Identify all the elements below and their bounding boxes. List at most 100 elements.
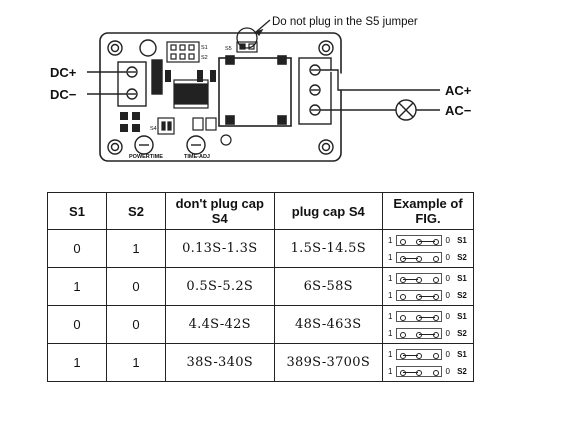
board-diagram: S1 S2 S5 S4 POWERTIME TIME-ADJ	[50, 16, 472, 162]
jumper-cap-icon	[403, 354, 418, 356]
jumper-name-label: S2	[457, 252, 467, 262]
board-label-powertime: POWERTIME	[129, 154, 163, 160]
jumper-header-s1-s2	[166, 41, 200, 63]
transistors	[192, 117, 232, 146]
jumper-cap-icon	[403, 278, 418, 280]
cell-cap-range: 6S-58S	[273, 267, 383, 306]
jumper-figure-row: 1 0 S2	[388, 364, 468, 378]
time-settings-table: S1 S2 don't plug cap S4 plug cap S4 Exam…	[47, 192, 474, 382]
jumper-name-label: S1	[457, 235, 467, 245]
jumper-figure-row: 1 0 S2	[388, 326, 468, 340]
cell-s2: 0	[106, 305, 166, 344]
board-label-s4: S4	[150, 126, 157, 132]
jumper-figure-row: 1 0 S2	[388, 250, 468, 264]
jumper-header-icon	[396, 348, 442, 360]
cell-s2: 0	[106, 267, 166, 306]
pin-one-label: 1	[388, 328, 393, 338]
header-cap: plug cap S4	[273, 192, 383, 230]
jumper-name-label: S2	[457, 328, 467, 338]
ac-minus-label: AC−	[445, 103, 472, 118]
pin-zero-label: 0	[445, 328, 450, 338]
pin-zero-label: 0	[445, 311, 450, 321]
pin-one-label: 1	[388, 252, 393, 262]
pin-zero-label: 0	[445, 235, 450, 245]
pin-one-label: 1	[388, 311, 393, 321]
pin-zero-label: 0	[445, 273, 450, 283]
pin-zero-label: 0	[445, 252, 450, 262]
ac-plus-label: AC+	[445, 83, 472, 98]
pin-one-label: 1	[388, 290, 393, 300]
jumper-name-label: S1	[457, 311, 467, 321]
dc-terminal-block	[117, 61, 147, 107]
board-label-s5: S5	[225, 46, 232, 52]
board-label-timeadj: TIME-ADJ	[184, 154, 210, 160]
pin-one-label: 1	[388, 273, 393, 283]
table-header-row: S1 S2 don't plug cap S4 plug cap S4 Exam…	[47, 192, 474, 230]
jumper-figure-row: 1 0 S1	[388, 233, 468, 247]
jumper-name-label: S1	[457, 273, 467, 283]
jumper-cap-icon	[419, 240, 435, 242]
relay	[218, 55, 292, 127]
jumper-header-icon	[396, 234, 442, 246]
header-s2: S2	[106, 192, 166, 230]
cell-s1: 1	[47, 267, 107, 306]
ac-leads	[320, 69, 440, 111]
dc-plus-label: DC+	[50, 65, 77, 80]
cell-cap-range: 389S-3700S	[273, 343, 383, 382]
cell-no-cap-range: 0.5S-5.2S	[165, 267, 275, 306]
ic-chip	[173, 79, 209, 109]
cell-cap-range: 1.5S-14.5S	[273, 229, 383, 268]
jumper-cap-icon	[419, 295, 435, 297]
jumper-cap-icon	[403, 257, 418, 259]
jumper-header-icon	[396, 289, 442, 301]
header-s1: S1	[47, 192, 107, 230]
cell-s2: 1	[106, 343, 166, 382]
header-example: Example of FIG.	[382, 192, 474, 230]
jumper-header-icon	[396, 365, 442, 377]
cell-cap-range: 48S-463S	[273, 305, 383, 344]
board-label-s1: S1	[201, 45, 208, 51]
pin-one-label: 1	[388, 235, 393, 245]
jumper-name-label: S2	[457, 366, 467, 376]
capacitor	[139, 39, 163, 95]
s4-cap-pads	[157, 117, 175, 135]
cell-s1: 0	[47, 229, 107, 268]
jumper-header-icon	[396, 251, 442, 263]
ac-terminal-block	[298, 57, 332, 125]
jumper-figure-row: 1 0 S2	[388, 288, 468, 302]
jumper-cap-icon	[419, 316, 435, 318]
header-no-cap: don't plug cap S4	[165, 192, 275, 230]
pin-zero-label: 0	[445, 366, 450, 376]
jumper-header-icon	[396, 327, 442, 339]
cell-s1: 0	[47, 305, 107, 344]
cell-s1: 1	[47, 343, 107, 382]
potentiometers	[134, 135, 206, 155]
board-label-s2: S2	[201, 55, 208, 61]
cell-s2: 1	[106, 229, 166, 268]
s5-jumper	[236, 41, 258, 53]
resistors	[120, 70, 216, 132]
pin-one-label: 1	[388, 366, 393, 376]
jumper-header-icon	[396, 272, 442, 284]
jumper-figure-row: 1 0 S1	[388, 271, 468, 285]
cell-no-cap-range: 4.4S-42S	[165, 305, 275, 344]
lamp-icon	[395, 99, 417, 121]
jumper-cap-icon	[403, 371, 418, 373]
pin-zero-label: 0	[445, 349, 450, 359]
jumper-header-icon	[396, 310, 442, 322]
jumper-name-label: S1	[457, 349, 467, 359]
cell-no-cap-range: 0.13S-1.3S	[165, 229, 275, 268]
cell-no-cap-range: 38S-340S	[165, 343, 275, 382]
s5-note: Do not plug in the S5 jumper	[272, 16, 418, 28]
jumper-name-label: S2	[457, 290, 467, 300]
jumper-cap-icon	[419, 333, 435, 335]
pin-zero-label: 0	[445, 290, 450, 300]
pin-one-label: 1	[388, 349, 393, 359]
